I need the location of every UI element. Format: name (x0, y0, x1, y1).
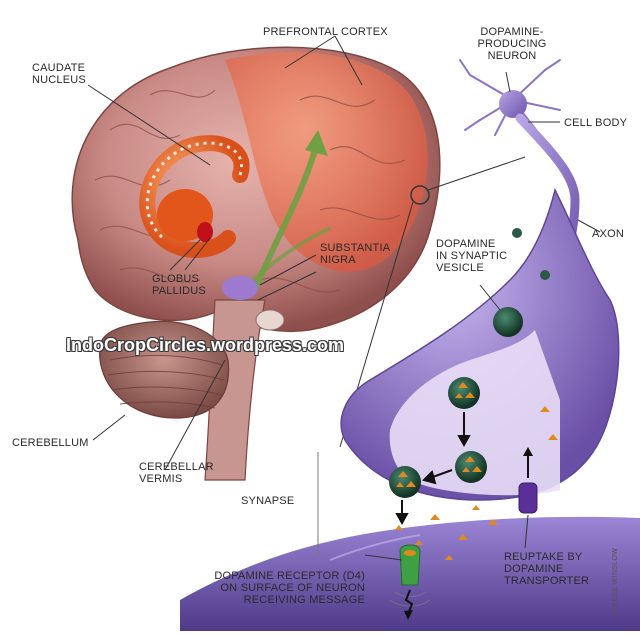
cerebellum (98, 320, 230, 419)
label-cerebellum: CEREBELLUM (12, 437, 89, 449)
artist-credit: TERESE WINSLOW (612, 548, 619, 617)
label-prefrontal-cortex: PREFRONTAL CORTEX (263, 26, 388, 38)
cell-body (499, 90, 527, 118)
label-dopamine-receptor: DOPAMINE RECEPTOR (D4) ON SURFACE OF NEU… (214, 570, 365, 606)
synaptic-vesicle-large (493, 307, 523, 337)
vesicles (389, 377, 487, 498)
label-substantia-nigra: SUBSTANTIA NIGRA (320, 242, 391, 266)
pathway-arrowhead (305, 130, 328, 156)
label-reuptake: REUPTAKE BY DOPAMINE TRANSPORTER (504, 551, 590, 587)
watermark: IndoCropCircles.wordpress.com (66, 335, 345, 355)
magnify-circle (410, 185, 430, 205)
dopamine-transporter (518, 447, 538, 514)
label-cerebellar-vermis: CEREBELLAR VERMIS (139, 461, 214, 485)
label-dopamine-producing-neuron: DOPAMINE- PRODUCING NEURON (477, 26, 547, 62)
brain (71, 46, 441, 481)
globus-pallidus (197, 222, 213, 242)
synaptic-terminal (340, 187, 620, 501)
label-dopamine-in-synaptic-vesicle: DOPAMINE IN SYNAPTIC VESICLE (436, 238, 508, 274)
d4-receptor (389, 544, 431, 620)
prefrontal-cortex-region (225, 52, 428, 272)
dopamine-molecules (395, 406, 558, 560)
label-globus-pallidus: GLOBUS PALLIDUS (152, 273, 206, 297)
release-arrows (395, 412, 471, 526)
brain-gyri (94, 89, 406, 293)
label-cell-body: CELL BODY (564, 117, 628, 129)
label-caudate-nucleus: CAUDATE NUCLEUS (32, 62, 86, 86)
substantia-nigra (222, 276, 258, 300)
label-synapse: SYNAPSE (241, 495, 295, 507)
label-axon: AXON (592, 228, 624, 240)
leader-lines (87, 35, 601, 561)
